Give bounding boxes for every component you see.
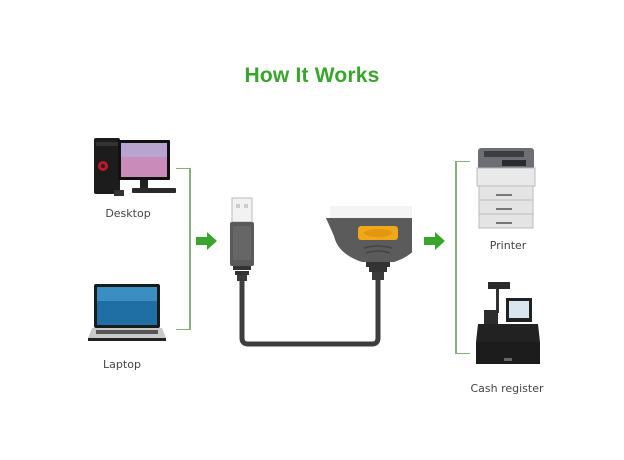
page-title: How It Works [244,64,380,87]
right-bracket [455,161,470,354]
cash-register-label: Cash register [470,382,544,395]
desktop-label: Desktop [105,207,151,220]
usb-to-parallel-cable-icon [230,197,412,347]
arrow-right-icon [196,232,217,250]
laptop-label: Laptop [103,358,141,371]
arrow-right-icon [424,232,445,250]
left-bracket [176,168,191,330]
printer-icon [476,148,536,229]
printer-label: Printer [489,239,527,252]
cash-register-icon [476,282,540,364]
desktop-computer-icon [94,138,176,196]
laptop-icon [88,284,166,341]
